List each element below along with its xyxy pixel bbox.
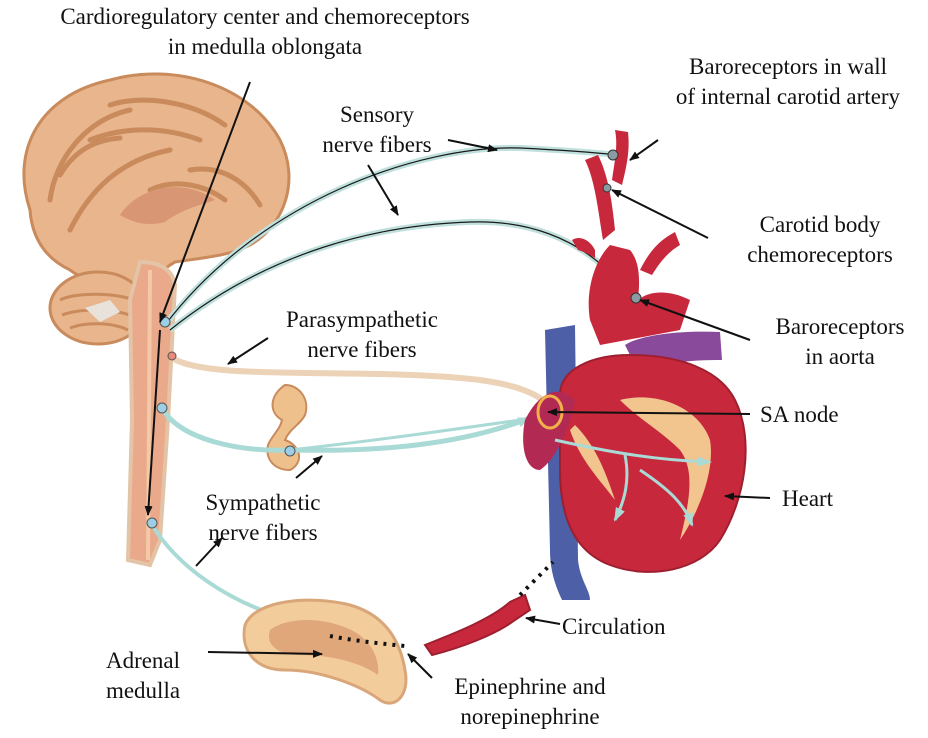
label-parasympathetic-line2: nerve fibers [262, 335, 462, 365]
label-baroreceptors-aorta-line1: Baroreceptors [755, 312, 925, 342]
label-heart: Heart [782, 484, 833, 514]
label-cardio-center-line1: Cardioregulatory center and chemorecepto… [5, 2, 525, 32]
label-epinephrine-line2: norepinephrine [430, 702, 630, 732]
adrenal-gland [244, 600, 406, 703]
label-parasympathetic-line1: Parasympathetic [262, 305, 462, 335]
label-sa-node: SA node [760, 400, 839, 430]
circulation-vessel [425, 562, 553, 655]
label-carotid-body-line1: Carotid body [720, 210, 920, 240]
label-sensory-line2: nerve fibers [302, 130, 452, 160]
label-baroreceptors-carotid-line2: of internal carotid artery [650, 82, 926, 112]
label-epinephrine-line1: Epinephrine and [430, 672, 630, 702]
pointer-baroreceptors-carotid [630, 140, 658, 160]
label-baroreceptors-carotid: Baroreceptors in wall of internal caroti… [650, 52, 926, 112]
label-baroreceptors-aorta-line2: in aorta [755, 342, 925, 372]
label-parasympathetic-fibers: Parasympathetic nerve fibers [262, 305, 462, 365]
label-adrenal-medulla: Adrenal medulla [88, 646, 198, 706]
label-carotid-body: Carotid body chemoreceptors [720, 210, 920, 270]
label-carotid-body-line2: chemoreceptors [720, 240, 920, 270]
pointer-epinephrine [408, 654, 432, 678]
label-sympathetic-line2: nerve fibers [178, 518, 348, 548]
label-cardio-center: Cardioregulatory center and chemorecepto… [5, 2, 525, 62]
label-adrenal-line1: Adrenal [88, 646, 198, 676]
label-sensory-line1: Sensory [302, 100, 452, 130]
label-adrenal-line2: medulla [88, 676, 198, 706]
label-sensory-fibers: Sensory nerve fibers [302, 100, 452, 160]
sympathetic-ganglia [267, 385, 306, 470]
label-sympathetic-line1: Sympathetic [178, 488, 348, 518]
label-cardio-center-line2: in medulla oblongata [5, 32, 525, 62]
label-baroreceptors-carotid-line1: Baroreceptors in wall [650, 52, 926, 82]
pointer-carotid-body [612, 190, 708, 238]
label-circulation: Circulation [562, 612, 665, 642]
label-baroreceptors-aorta: Baroreceptors in aorta [755, 312, 925, 372]
pointer-circulation [526, 618, 560, 624]
label-sympathetic-fibers: Sympathetic nerve fibers [178, 488, 348, 548]
label-epinephrine: Epinephrine and norepinephrine [430, 672, 630, 732]
